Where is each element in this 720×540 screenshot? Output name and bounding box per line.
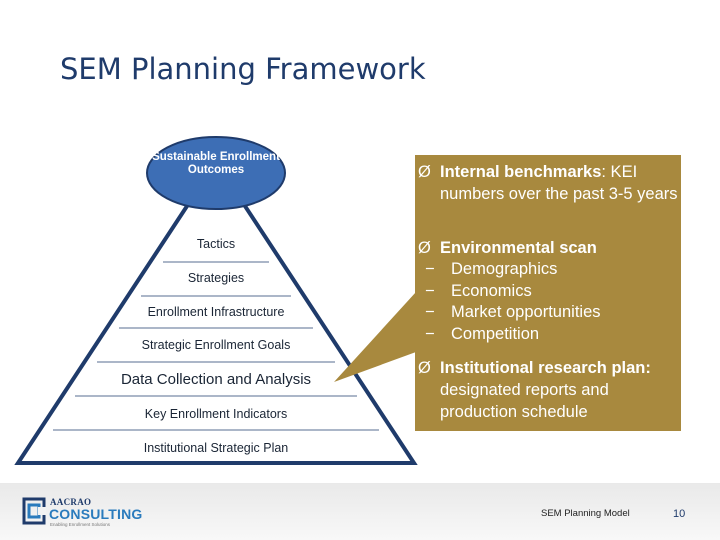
logo-wordmark-small: AACRAO (50, 497, 92, 507)
level-enrollment-infrastructure: Enrollment Infrastructure (147, 305, 285, 319)
aacrao-logo-icon (22, 497, 46, 525)
level-strategic-enrollment-goals: Strategic Enrollment Goals (141, 338, 291, 352)
dash-icon: − (425, 324, 435, 343)
level-tactics: Tactics (196, 237, 236, 251)
bullet-strong: Internal benchmarks (440, 163, 602, 181)
footer-label: SEM Planning Model (541, 508, 630, 519)
level-data-collection: Data Collection and Analysis (120, 371, 312, 388)
bullet-strong: Institutional research plan: (440, 359, 651, 377)
bullet-rest: designated reports and production schedu… (440, 381, 609, 421)
callout-panel (415, 155, 681, 431)
pyramid-outline (14, 158, 418, 465)
bullet-text: Environmental scan (440, 237, 690, 259)
page-number: 10 (673, 508, 686, 520)
footer-bar (0, 483, 720, 540)
arrow-bullet-icon: Ø (418, 163, 431, 181)
logo-wordmark: CONSULTING (49, 506, 143, 522)
dash-icon: − (425, 281, 435, 300)
dash-icon: − (425, 260, 435, 278)
bullet-text: Institutional research plan: designated … (440, 357, 690, 423)
bullet-rest: : KEI numbers over the past 3-5 years (440, 163, 678, 203)
level-strategies: Strategies (187, 271, 245, 285)
level-institutional-strategic-plan: Institutional Strategic Plan (143, 441, 289, 455)
slide-title: SEM Planning Framework (60, 52, 426, 86)
logo-tagline: Enabling Enrollment Solutions (50, 522, 111, 527)
bullet-strong: Environmental scan (440, 239, 597, 257)
bullet-text: Internal benchmarks: KEI numbers over th… (440, 161, 690, 205)
apex-ellipse (146, 136, 286, 210)
arrow-bullet-icon: Ø (418, 359, 431, 377)
arrow-bullet-icon: Ø (418, 239, 431, 257)
dash-icon: − (425, 303, 435, 321)
apex-label: Sustainable Enrollment Outcomes (152, 151, 280, 176)
level-key-enrollment-indicators: Key Enrollment Indicators (144, 407, 288, 421)
